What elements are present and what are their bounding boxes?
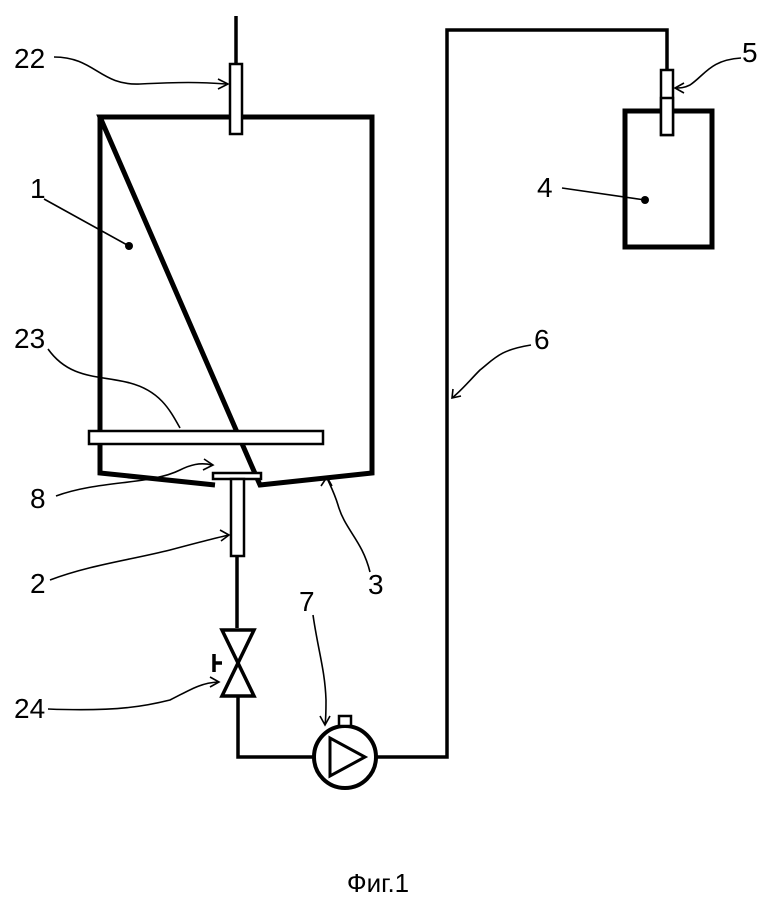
- point-4: [641, 196, 649, 204]
- inlet-fitting-22: [230, 64, 242, 134]
- leader-1: [44, 199, 129, 246]
- label-23: 23: [14, 323, 45, 354]
- leader-6: [452, 345, 531, 398]
- leader-2: [50, 535, 229, 580]
- pipe-valve-to-pump: [238, 696, 314, 757]
- label-8: 8: [30, 483, 46, 514]
- leader-3: [327, 478, 370, 572]
- leader-23: [48, 349, 180, 428]
- leader-4: [562, 188, 645, 200]
- outlet-2: [231, 479, 244, 556]
- point-1: [125, 242, 133, 250]
- label-22: 22: [14, 43, 45, 74]
- valve-24: [222, 630, 254, 696]
- leader-5: [676, 58, 741, 88]
- label-7: 7: [299, 586, 315, 617]
- fitting-5-inner: [661, 98, 673, 135]
- pump-nozzle: [339, 716, 351, 726]
- leader-22: [54, 57, 226, 84]
- figure-caption: Фиг.1: [347, 868, 409, 898]
- label-6: 6: [534, 324, 550, 355]
- label-4: 4: [537, 172, 553, 203]
- label-2: 2: [30, 568, 46, 599]
- label-3: 3: [368, 569, 384, 600]
- label-5: 5: [742, 37, 758, 68]
- label-1: 1: [30, 173, 46, 204]
- leader-24: [48, 682, 218, 710]
- plate-23: [89, 431, 323, 444]
- leader-7: [313, 615, 326, 725]
- label-24: 24: [14, 693, 45, 724]
